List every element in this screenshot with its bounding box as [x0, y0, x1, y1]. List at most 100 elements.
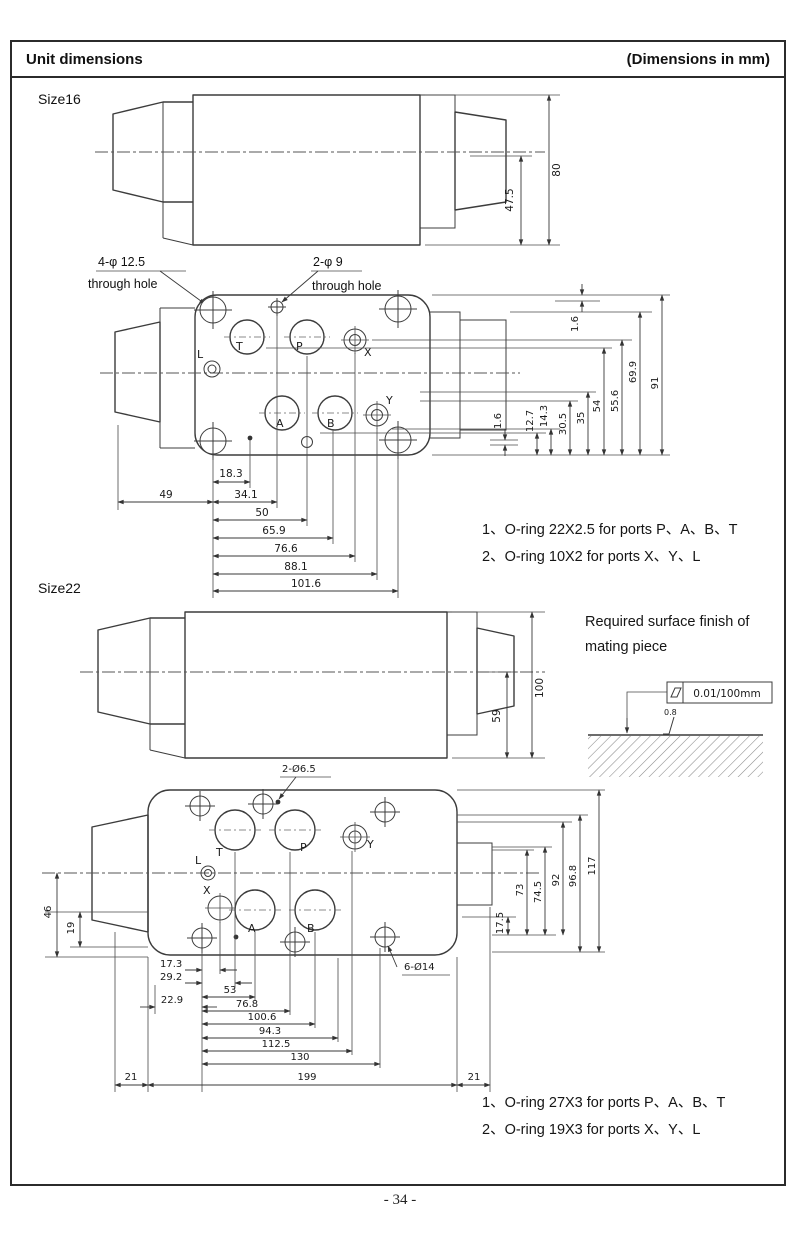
dim-label: 22.9: [161, 995, 183, 1006]
note-line: 2、O-ring 10X2 for ports X、Y、L: [482, 549, 701, 565]
dim-label: 96.8: [568, 865, 579, 887]
dim-label: 17.5: [495, 912, 506, 934]
flatness-value: 0.01/100mm: [693, 688, 760, 700]
dim-label: 76.8: [236, 999, 258, 1010]
dim-label: 34.1: [234, 489, 257, 501]
size22-oring-notes: 1、O-ring 27X3 for ports P、A、B、T 2、O-ring…: [482, 1090, 725, 1144]
port-label-L: L: [197, 348, 204, 361]
dim-label: 80: [551, 163, 563, 176]
dim-label: 55.6: [610, 390, 621, 412]
port-label-A: A: [276, 417, 284, 430]
dim-label: 12.7: [525, 410, 536, 432]
dim-label: 18.3: [219, 468, 242, 480]
dim-label: 29.2: [160, 972, 182, 983]
dim-label: 35: [576, 412, 587, 425]
note-line: 1、O-ring 22X2.5 for ports P、A、B、T: [482, 522, 738, 538]
dim-label: 130: [290, 1052, 309, 1063]
page-title: Unit dimensions: [26, 50, 143, 68]
dim-label: 59: [491, 709, 503, 722]
port-label-B: B: [307, 922, 315, 935]
surface-finish-note: Required surface finish of mating piece: [585, 610, 795, 660]
size22-ports: T P L X A B Y: [195, 809, 374, 935]
dim-label: 47.5: [504, 188, 516, 211]
roughness-value: 0.8: [664, 708, 677, 717]
port-label-P: P: [296, 340, 303, 353]
size22-left-dims: 46 19: [43, 872, 148, 958]
port-label-X: X: [364, 346, 372, 359]
port-label-A: A: [248, 922, 256, 935]
dim-label: 199: [297, 1072, 316, 1083]
port-label-L: L: [195, 854, 202, 867]
flatness-icon: [670, 687, 682, 698]
page-border: Unit dimensions (Dimensions in mm): [10, 40, 786, 1186]
bolt-hole: [185, 789, 400, 957]
callout-pin-holes: 2-Ø6.5: [282, 763, 316, 775]
note-line: 2、O-ring 19X3 for ports X、Y、L: [482, 1122, 701, 1138]
dim-label: 92: [551, 874, 562, 887]
dim-label: 100.6: [248, 1012, 277, 1023]
dim-label: 17.3: [160, 959, 182, 970]
port-label-P: P: [300, 841, 307, 854]
dim-label: 1.6: [493, 413, 504, 429]
dim-label: 94.3: [259, 1026, 281, 1037]
size16-oring-notes: 1、O-ring 22X2.5 for ports P、A、B、T 2、O-ri…: [482, 517, 737, 571]
port-label-B: B: [327, 417, 335, 430]
page-header: Unit dimensions (Dimensions in mm): [12, 42, 784, 78]
size16-label: Size16: [38, 91, 81, 107]
size22-bottom-dims: 17.3 29.2 53 22.9 76.8 100.6 94.3 112.5 …: [114, 851, 491, 1092]
dim-label: 50: [255, 507, 268, 519]
port-label-Y: Y: [366, 838, 374, 851]
size22-bottom-view: 2-Ø6.5 6-Ø14: [42, 763, 605, 1092]
dim-label: 30.5: [558, 413, 569, 435]
callout-pilot-holes-line2: through hole: [312, 279, 382, 293]
size16-right-dims: 1.6 1.6 12.7 14.3 30.5 35 54 55.6 69.9 9…: [266, 284, 670, 456]
pin-hole: [275, 799, 281, 805]
dim-label: 46: [43, 906, 54, 919]
mount-hole: [194, 290, 417, 460]
mating-surface-hatch: [588, 736, 763, 777]
surface-finish-symbol: 0.01/100mm 0.8: [588, 681, 773, 777]
port-label-T: T: [235, 340, 243, 353]
dim-label: 117: [587, 856, 598, 875]
port-label-T: T: [215, 846, 223, 859]
dim-label: 91: [650, 377, 661, 390]
size22-label: Size22: [38, 580, 81, 596]
page-number: - 34 -: [383, 1192, 417, 1208]
dim-label: 54: [592, 400, 603, 413]
dim-label: 53: [224, 985, 237, 996]
surface-finish-line1: Required surface finish of: [585, 614, 750, 630]
dim-label: 112.5: [262, 1039, 291, 1050]
port-label-Y: Y: [385, 394, 393, 407]
dim-label: 74.5: [533, 881, 544, 903]
surface-finish-line2: mating piece: [585, 639, 668, 655]
size22-side-view: 59 100: [80, 611, 546, 759]
dim-label: 21: [125, 1072, 138, 1083]
size16-bottom-dims: 18.3 49 34.1 50 65.9 76.6 88.1 101.6: [117, 315, 399, 598]
size16-bottom-view: 4-φ 12.5 through hole 2-φ 9 through hole: [88, 255, 670, 598]
dim-label: 101.6: [291, 578, 321, 590]
dimensions-unit-note: (Dimensions in mm): [626, 50, 770, 68]
dim-label: 76.6: [274, 543, 298, 555]
dim-label: 49: [159, 489, 172, 501]
dim-label: 88.1: [284, 561, 307, 573]
callout-mount-holes-line2: through hole: [88, 277, 158, 291]
pin-hole: [247, 435, 253, 441]
dim-label: 100: [534, 678, 546, 698]
callout-mount-holes-line1: 4-φ 12.5: [98, 255, 145, 269]
dim-label: 69.9: [628, 361, 639, 383]
pin-hole: [233, 934, 239, 940]
size16-ports: T P X L A B Y: [197, 319, 393, 431]
callout-bolt-holes: 6-Ø14: [404, 961, 435, 973]
dim-label: 21: [468, 1072, 481, 1083]
dim-label: 19: [66, 922, 77, 935]
size22-right-dims: 17.5 73 74.5 92 96.8 117: [457, 789, 605, 953]
roughness-icon: [663, 716, 675, 735]
dim-label: 1.6: [570, 316, 581, 332]
note-line: 1、O-ring 27X3 for ports P、A、B、T: [482, 1095, 726, 1111]
dim-label: 65.9: [262, 525, 285, 537]
dim-label: 73: [515, 884, 526, 897]
port-label-X: X: [203, 884, 211, 897]
size16-side-view: 47.5 80: [95, 94, 563, 246]
